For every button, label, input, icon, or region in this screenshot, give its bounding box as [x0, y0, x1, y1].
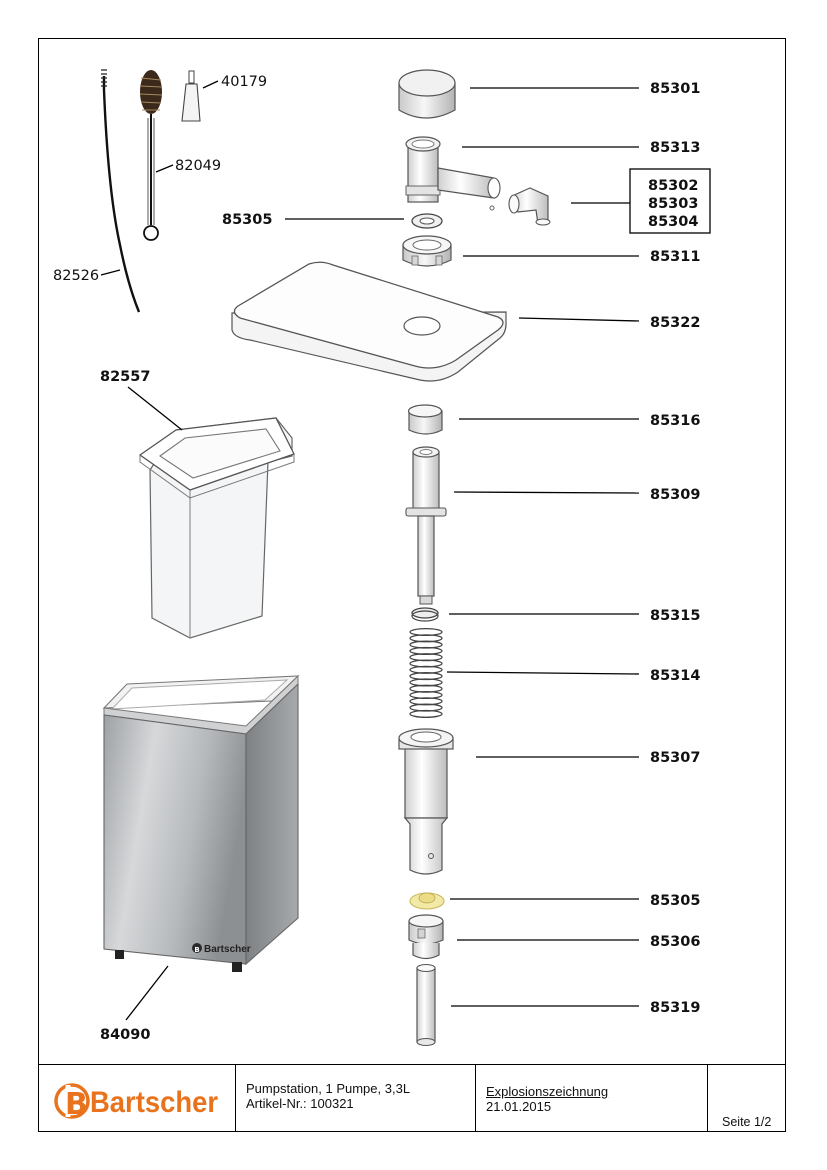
- grease-tube-40179: [181, 70, 201, 122]
- label-85305-lower: 85305: [650, 893, 700, 909]
- label-85302: 85302: [648, 178, 698, 194]
- label-box-85302-85304: [629, 168, 711, 234]
- label-85313: 85313: [650, 140, 700, 156]
- label-82557: 82557: [100, 369, 150, 385]
- leader-82049: [155, 164, 174, 173]
- spring-coil: [409, 709, 443, 718]
- label-40179: 40179: [221, 74, 267, 90]
- label-85303: 85303: [648, 196, 698, 212]
- part-85306-valve-housing: [408, 914, 444, 960]
- document-date: 21.01.2015: [486, 1099, 552, 1114]
- title-block-logo-cell: B Bartscher: [38, 1065, 236, 1132]
- title-block-doc-cell: Explosionszeichnung 21.01.2015: [476, 1065, 708, 1132]
- bartscher-logo: B Bartscher: [54, 1083, 218, 1122]
- leader-85322: [518, 317, 640, 322]
- label-85305-upper: 85305: [222, 212, 272, 228]
- title-block-product-cell: Pumpstation, 1 Pumpe, 3,3L Artikel-Nr.: …: [236, 1065, 476, 1132]
- svg-text:B: B: [194, 946, 199, 954]
- cleaning-wire-82526: [101, 69, 141, 313]
- leader-40179: [202, 80, 219, 89]
- title-block: B Bartscher Pumpstation, 1 Pumpe, 3,3L A…: [38, 1064, 786, 1132]
- document-type: Explosionszeichnung: [486, 1084, 609, 1099]
- leader-82557: [127, 386, 183, 431]
- logo-wordmark: Bartscher: [90, 1086, 218, 1119]
- container-insert-82557: [138, 417, 295, 639]
- label-85315: 85315: [650, 608, 700, 624]
- svg-text:B: B: [65, 1087, 88, 1122]
- label-85306: 85306: [650, 934, 700, 950]
- part-85309-piston: [405, 446, 447, 605]
- leader-85309: [453, 491, 640, 494]
- drawing-frame: [38, 38, 786, 1132]
- part-85314-spring: [409, 627, 443, 718]
- part-85316-sleeve: [407, 404, 443, 435]
- page-number: Seite 1/2: [722, 1115, 772, 1129]
- part-85313-pump-head: [405, 136, 501, 211]
- product-name: Pumpstation, 1 Pumpe, 3,3L: [246, 1081, 411, 1096]
- cabinet-logo: Bartscher: [204, 944, 251, 955]
- part-85315-ring: [411, 607, 439, 622]
- leader-84090: [125, 965, 169, 1021]
- part-85307-cylinder: [398, 728, 454, 875]
- part-85311-nut: [402, 235, 452, 267]
- leader-82526: [100, 269, 121, 276]
- label-85322: 85322: [650, 315, 700, 331]
- label-85316: 85316: [650, 413, 700, 429]
- part-85305-seal-lower: [409, 892, 445, 910]
- label-85301: 85301: [650, 81, 700, 97]
- label-82526: 82526: [53, 268, 99, 284]
- bartscher-logo-mark: B: [54, 1083, 90, 1122]
- label-85311: 85311: [650, 249, 700, 265]
- article-number: Artikel-Nr.: 100321: [246, 1096, 354, 1111]
- part-85319-tube: [416, 963, 436, 1047]
- label-85314: 85314: [650, 668, 700, 684]
- label-85307: 85307: [650, 750, 700, 766]
- label-85304: 85304: [648, 214, 698, 230]
- cabinet-84090: B Bartscher: [102, 674, 300, 972]
- label-84090: 84090: [100, 1027, 150, 1043]
- part-85322-lid: [231, 261, 507, 382]
- part-85302-85304-nozzle: [508, 187, 551, 226]
- label-85309: 85309: [650, 487, 700, 503]
- label-85319: 85319: [650, 1000, 700, 1016]
- title-block-page-cell: Seite 1/2: [708, 1065, 785, 1132]
- cleaning-brush-82049: [139, 70, 163, 241]
- label-82049: 82049: [175, 158, 221, 174]
- part-85301-cap: [398, 69, 456, 119]
- part-85305-washer-upper: [411, 213, 443, 229]
- leader-85314: [446, 671, 640, 675]
